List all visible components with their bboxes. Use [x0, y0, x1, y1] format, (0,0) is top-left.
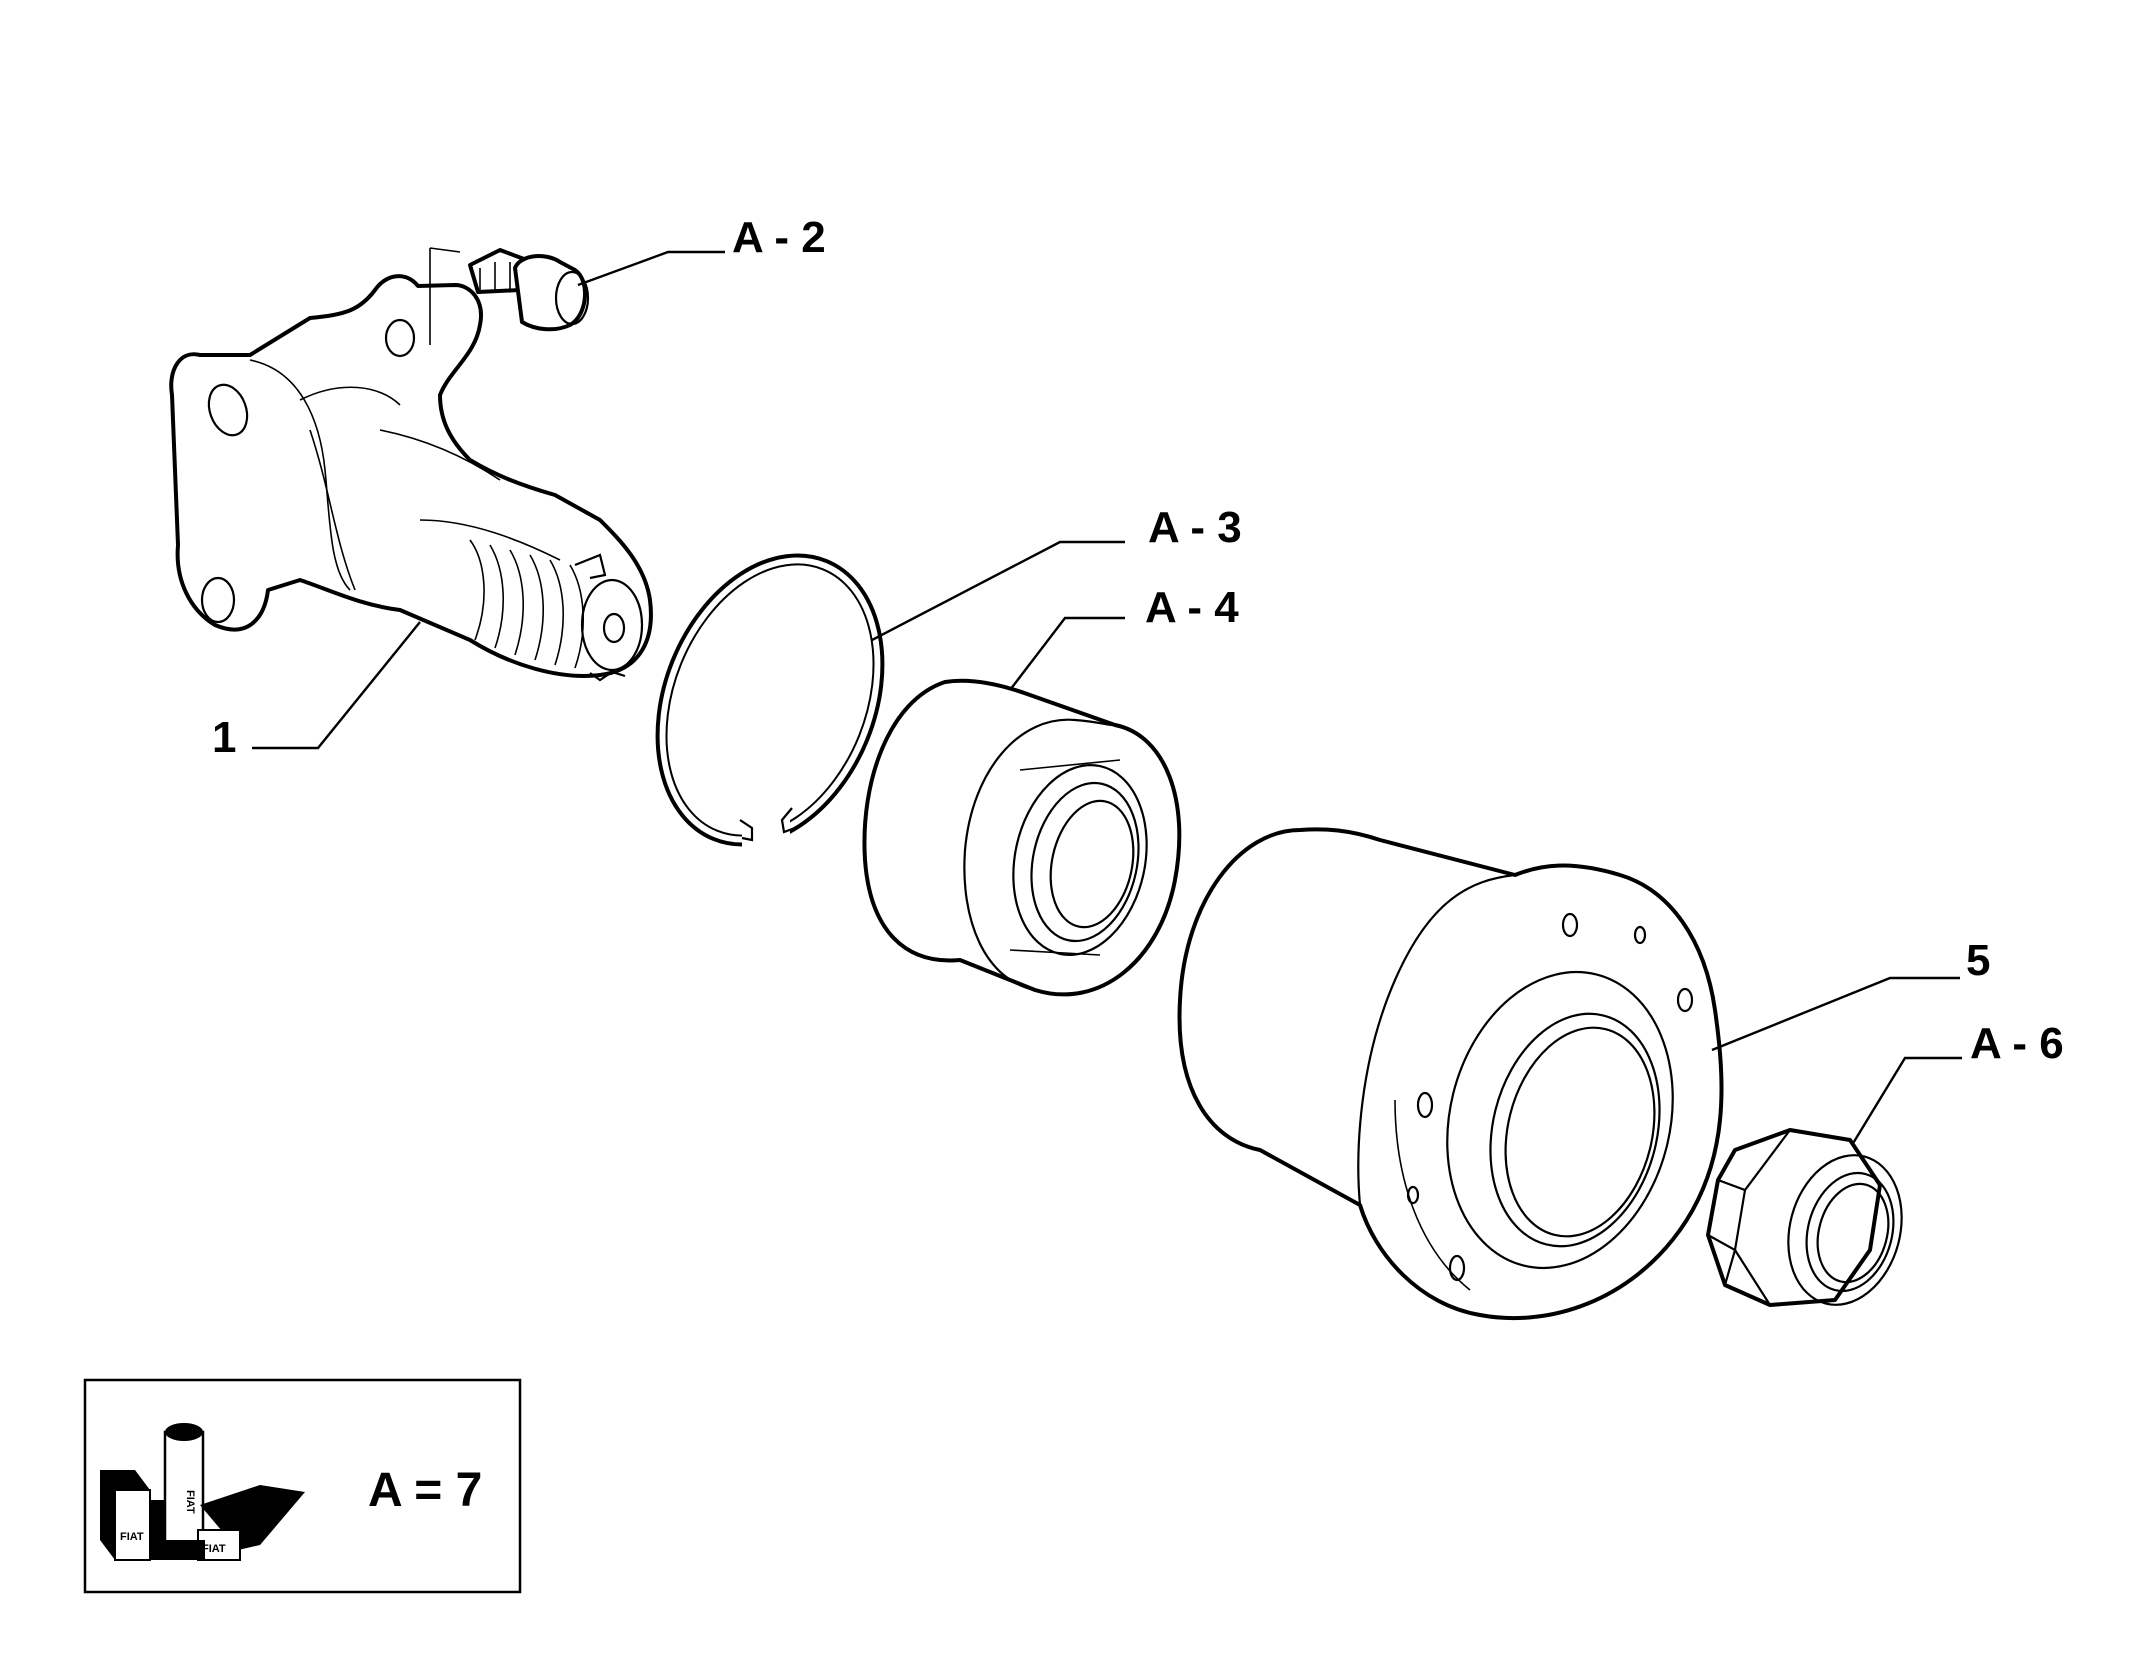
part-stub-axle	[169, 274, 653, 682]
callout-bearing: A - 4	[1145, 583, 1239, 632]
leader-nut	[1850, 1056, 1962, 1146]
leader-bolt	[577, 250, 725, 287]
logo-brand-right: FIAT	[202, 1543, 226, 1555]
leader-bearing	[1009, 616, 1125, 691]
leader-shaft	[252, 621, 421, 750]
part-hub	[1177, 827, 1724, 1320]
logo-brand-left: FIAT	[120, 1531, 144, 1543]
leader-lines	[252, 250, 1962, 1146]
kit-label: A = 7	[368, 1464, 482, 1517]
callout-shaft: 1	[212, 713, 236, 762]
callout-circlip: A - 3	[1148, 503, 1242, 552]
callout-hub: 5	[1966, 936, 1990, 985]
part-nut	[1706, 1128, 1903, 1307]
callout-bolt: A - 2	[732, 213, 826, 262]
fiat-kit-logo: FIAT FIAT FIAT	[100, 1423, 305, 1561]
leader-circlip	[871, 540, 1125, 642]
part-bolt	[429, 247, 590, 345]
callout-nut: A - 6	[1970, 1019, 2064, 1068]
leader-hub	[1711, 976, 1960, 1052]
part-bearing	[862, 678, 1182, 997]
logo-brand-cylinder: FIAT	[184, 1490, 196, 1514]
kit-legend: FIAT FIAT FIAT A = 7	[83, 1378, 522, 1594]
part-circlip	[655, 553, 885, 850]
